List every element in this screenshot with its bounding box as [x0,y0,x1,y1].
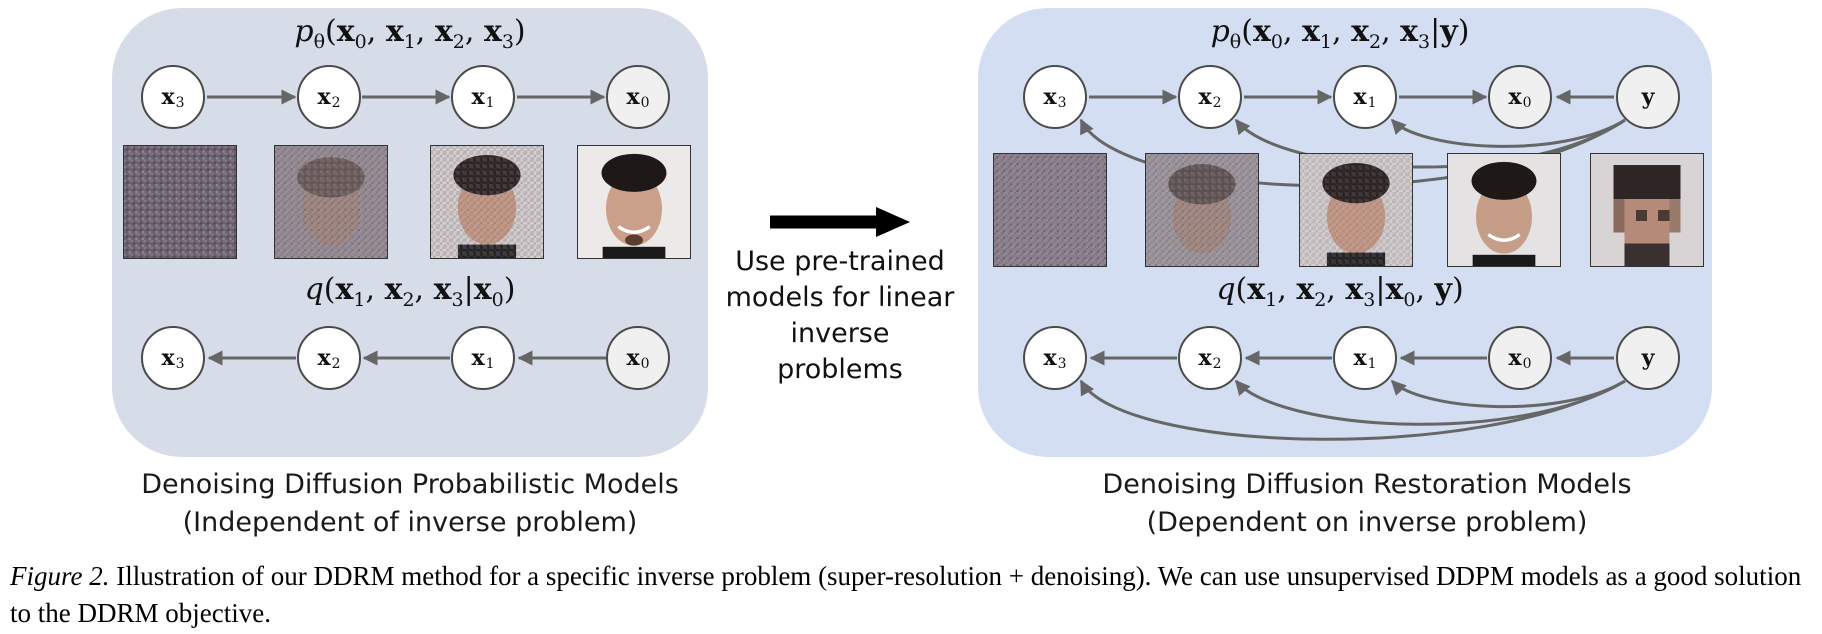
ddpm-bottom-formula: q(x1, x2, x3|x0) [304,272,516,311]
node-y-rq: y [1616,326,1680,390]
noisy-face-image-x2 [274,145,388,259]
less-noisy-face-image-x1-r [1299,153,1413,267]
big-arrow-head [876,207,910,237]
ddpm-top-formula: pθ(x0, x1, x2, x3) [294,14,526,53]
clean-face-image-x0 [577,145,691,259]
node-x3: xx33 [141,65,205,129]
noisy-face-image-x2-r [1145,153,1259,267]
transition-text-line1: Use pre-trained [735,246,945,277]
noise-image-x3 [123,145,237,259]
ddrm-caption: Denoising Diffusion Restoration Models (… [1102,466,1631,542]
ddrm-top-formula: pθ(x0, x1, x2, x3|y) [1210,14,1470,53]
ddrm-caption-line2: (Dependent on inverse problem) [1146,507,1588,538]
figure-caption-text: Illustration of our DDRM method for a sp… [10,561,1802,628]
ddpm-caption-line2: (Independent of inverse problem) [182,507,638,538]
ddpm-caption-line1: Denoising Diffusion Probabilistic Models [141,469,679,500]
ddrm-bottom-formula: q(x1, x2, x3|x0, y) [1216,272,1464,311]
noise-image-x3-r [993,153,1107,267]
degraded-observation-image-y [1590,153,1704,267]
ddrm-caption-line1: Denoising Diffusion Restoration Models [1102,469,1632,500]
figure-label: Figure 2. [10,561,110,591]
ddpm-caption: Denoising Diffusion Probabilistic Models… [141,466,679,542]
less-noisy-face-image-x1 [430,145,544,259]
transition-text: Use pre-trained models for linear invers… [725,244,955,388]
transition-text-line2: models for linear [725,282,955,313]
transition-text-line3: inverse problems [777,318,903,385]
figure-caption: Figure 2. Illustration of our DDRM metho… [10,558,1815,632]
restored-face-image-x0-r [1447,153,1561,267]
node-y-r: y [1616,65,1680,129]
